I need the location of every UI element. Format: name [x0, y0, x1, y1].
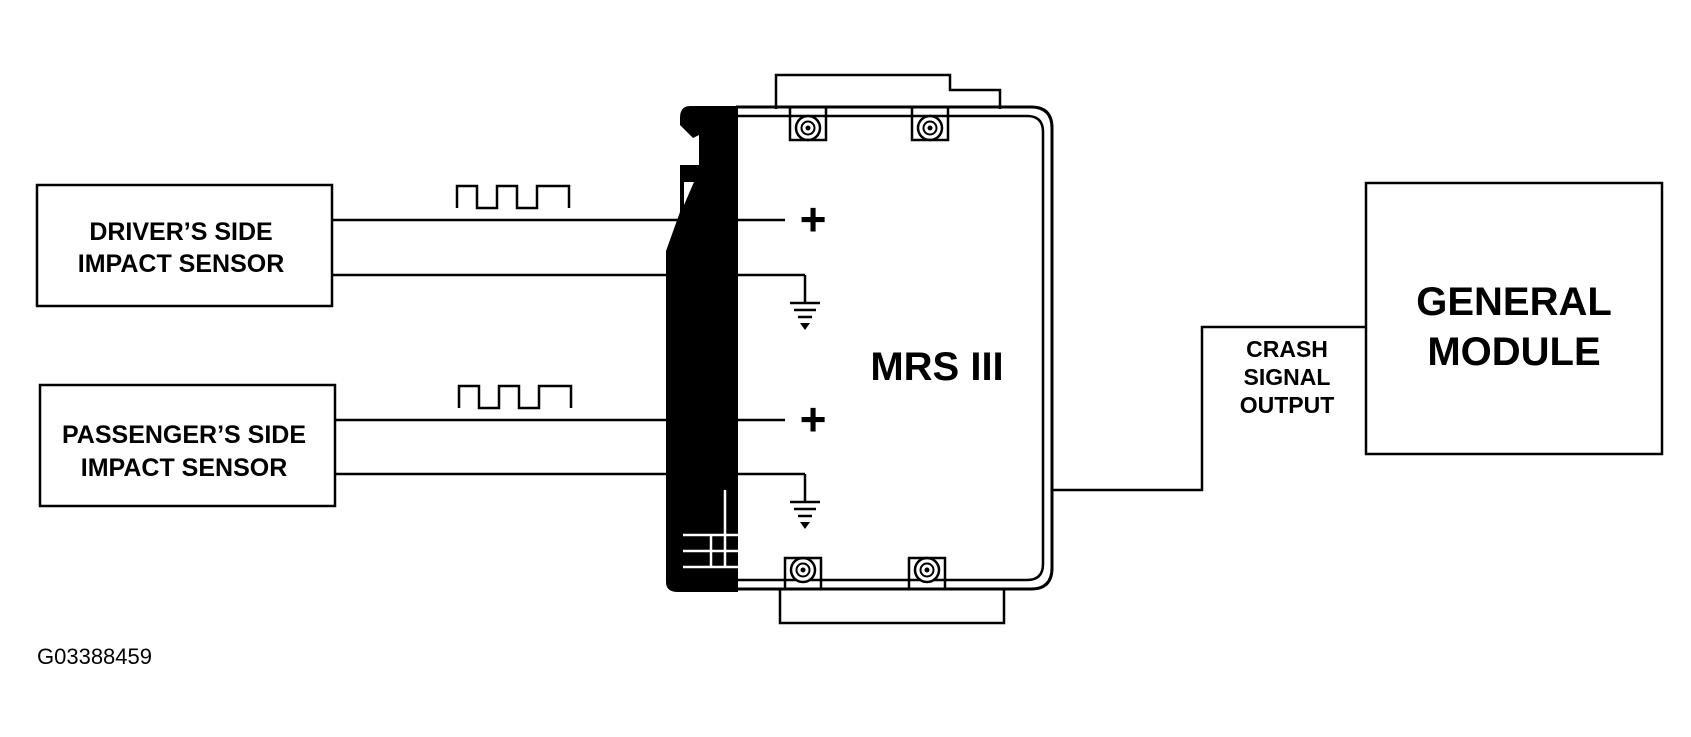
driver-side-impact-sensor: DRIVER’S SIDE IMPACT SENSOR: [35, 183, 334, 308]
connector-ribs: [683, 490, 738, 569]
driver-sensor-label-line2: IMPACT SENSOR: [78, 250, 285, 278]
screw-top-right: [910, 107, 950, 142]
driver-ground-icon: [790, 275, 820, 330]
passenger-ground-icon: [790, 474, 820, 529]
driver-square-wave-icon: [455, 184, 571, 210]
module-connector: [666, 106, 738, 592]
passenger-side-impact-sensor: PASSENGER’S SIDE IMPACT SENSOR: [38, 383, 337, 508]
general-module-label-line1: GENERAL: [1416, 280, 1612, 324]
top-mounting-bracket: [774, 73, 1002, 109]
screw-bottom-right: [907, 556, 947, 589]
figure-id: G03388459: [37, 644, 152, 669]
passenger-sensor-box: [38, 383, 337, 508]
driver-plus-icon: +: [800, 193, 827, 245]
crash-signal-wire: [1052, 325, 1366, 492]
bottom-mounting-bracket: [778, 590, 1006, 625]
mrs-module: MRS III + +: [666, 73, 1054, 625]
crash-label-line2: SIGNAL: [1244, 364, 1331, 390]
driver-sensor-box: [35, 183, 334, 308]
general-module: GENERAL MODULE: [1364, 181, 1664, 456]
passenger-square-wave-icon: [457, 384, 573, 410]
crash-label-line1: CRASH: [1246, 336, 1328, 362]
driver-sensor-label-line1: DRIVER’S SIDE: [89, 218, 272, 246]
crash-signal-output-label: CRASH SIGNAL OUTPUT: [1240, 336, 1335, 418]
screw-top-left: [788, 107, 828, 142]
general-module-box: [1364, 181, 1664, 456]
passenger-sensor-label-line2: IMPACT SENSOR: [81, 454, 288, 482]
screw-bottom-left: [783, 556, 823, 589]
passenger-plus-icon: +: [800, 393, 827, 445]
module-body-inner-outline: [736, 114, 1045, 582]
connector-key-notch: [684, 182, 694, 205]
passenger-sensor-label-line1: PASSENGER’S SIDE: [62, 421, 306, 449]
crash-label-line3: OUTPUT: [1240, 392, 1335, 418]
module-name-label: MRS III: [870, 345, 1003, 389]
connector-latch-notch: [680, 125, 699, 165]
general-module-label-line2: MODULE: [1427, 330, 1600, 374]
module-body-outline: [736, 105, 1054, 591]
